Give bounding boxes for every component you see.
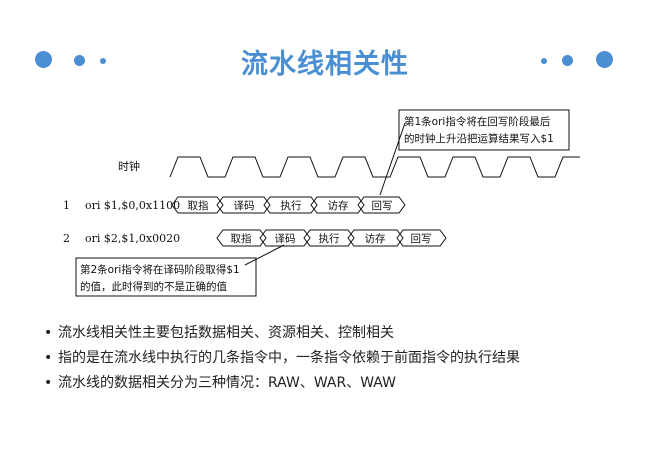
stage-label-writeback: 回写 xyxy=(411,233,432,245)
stage-box xyxy=(216,229,267,247)
stage-label-memory: 访存 xyxy=(365,232,386,245)
bullet-list: 流水线相关性主要包括数据相关、资源相关、控制相关 指的是在流水线中执行的几条指令… xyxy=(44,323,604,398)
note-top-line-1: 第1条ori指令将在回写阶段最后 xyxy=(404,115,550,128)
stage-box xyxy=(216,196,271,214)
instruction-1-text: ori $1,$0,0x1100 xyxy=(85,199,180,212)
note-bottom-line-2: 的值，此时得到的不是正确的值 xyxy=(80,280,227,293)
stage-label-memory: 访存 xyxy=(328,199,349,212)
instruction-2-number: 2 xyxy=(63,232,70,245)
note-top-line-2: 的时钟上升沿把运算结果写入$1 xyxy=(404,132,554,145)
stage-label-fetch: 取指 xyxy=(188,199,209,212)
pipeline-timing-diagram: 时钟 1 ori $1,$0,0x1100 取指 译码 执行 访存 回写 2 o… xyxy=(60,105,590,300)
stage-box xyxy=(263,196,318,214)
bullet-item: 指的是在流水线中执行的几条指令中，一条指令依赖于前面指令的执行结果 xyxy=(44,348,604,369)
page-title: 流水线相关性 xyxy=(241,49,409,80)
decor-dot-left-large xyxy=(35,51,52,68)
instruction-1-number: 1 xyxy=(63,199,70,212)
stage-label-execute: 执行 xyxy=(281,199,302,212)
note-top-pointer xyxy=(379,122,406,196)
stage-label-decode: 译码 xyxy=(234,200,255,212)
stage-label-fetch: 取指 xyxy=(231,232,252,245)
stage-box xyxy=(396,229,447,247)
stage-label-writeback: 回写 xyxy=(372,200,393,212)
instruction-2-stages: 取指 译码 执行 访存 回写 xyxy=(216,229,447,247)
clock-label: 时钟 xyxy=(118,159,140,173)
bullet-item: 流水线相关性主要包括数据相关、资源相关、控制相关 xyxy=(44,323,604,344)
stage-box xyxy=(303,229,355,247)
stage-box xyxy=(357,196,406,214)
stage-label-decode: 译码 xyxy=(275,233,296,245)
clock-waveform xyxy=(169,156,580,178)
note-bottom-box xyxy=(75,257,257,297)
stage-box xyxy=(347,229,404,247)
decor-dot-right-large xyxy=(596,51,613,68)
stage-box xyxy=(259,229,311,247)
stage-label-execute: 执行 xyxy=(319,232,340,245)
instruction-2-text: ori $2,$1,0x0020 xyxy=(85,232,180,245)
note-top-box xyxy=(398,109,570,151)
decor-dot-right-small xyxy=(541,58,547,64)
stage-box xyxy=(310,196,365,214)
stage-box xyxy=(171,196,224,214)
decor-dot-left-small xyxy=(100,58,106,64)
bullet-item: 流水线的数据相关分为三种情况：RAW、WAR、WAW xyxy=(44,373,604,394)
decor-dot-right-medium xyxy=(562,55,573,66)
decor-dot-left-medium xyxy=(74,55,85,66)
instruction-1-stages: 取指 译码 执行 访存 回写 xyxy=(171,196,406,214)
note-bottom-line-1: 第2条ori指令将在译码阶段取得$1 xyxy=(80,263,240,276)
timing-diagram-svg: 时钟 1 ori $1,$0,0x1100 取指 译码 执行 访存 回写 2 o… xyxy=(63,109,580,297)
note-bottom-pointer xyxy=(244,244,285,266)
